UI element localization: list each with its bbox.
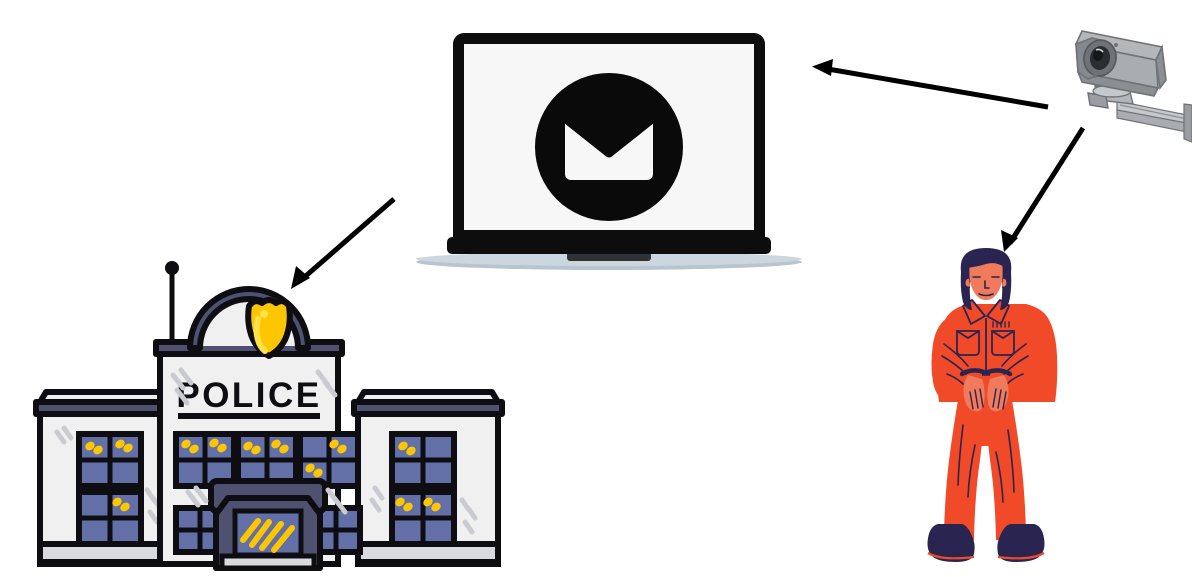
station-antenna — [165, 261, 179, 352]
handcuffed-hands — [959, 368, 1013, 412]
wall-texture — [170, 367, 348, 515]
station-window — [389, 489, 457, 547]
jumpsuit-pocket — [991, 330, 1015, 356]
station-entrance[interactable] — [208, 478, 328, 571]
prisoner-shoes — [927, 524, 1045, 562]
station-window — [297, 431, 361, 489]
police-station-icon[interactable]: POLICE — [33, 261, 505, 571]
wall-texture — [369, 485, 478, 535]
camera-body — [1074, 30, 1167, 97]
face-features — [972, 276, 1000, 297]
station-window — [76, 489, 144, 547]
jumpsuit-fold-lines — [957, 424, 1015, 503]
finger-lines — [969, 388, 1007, 410]
police-shield-badge — [245, 297, 293, 359]
arrow-camera-to-prisoner — [1001, 126, 1086, 252]
arrow-camera-to-laptop — [812, 59, 1049, 110]
station-left-wing — [33, 389, 187, 567]
arrow-laptop-to-police — [291, 197, 396, 289]
laptop-base-notch — [567, 252, 651, 261]
station-sign-text: POLICE — [176, 376, 321, 415]
station-window — [76, 431, 144, 489]
prisoner-id-marking — [992, 321, 1010, 328]
laptop-hinge — [447, 237, 771, 254]
jumpsuit-pocket — [956, 330, 980, 356]
security-camera-icon[interactable] — [1074, 30, 1192, 143]
station-center-block: POLICE — [153, 286, 363, 571]
door-glass-shine — [240, 518, 295, 553]
laptop-email-icon[interactable] — [416, 33, 802, 270]
envelope-in-circle-icon[interactable] — [535, 73, 683, 221]
station-window — [389, 431, 457, 489]
camera-mount-arm — [1116, 100, 1192, 143]
station-right-wing — [351, 389, 505, 567]
station-window — [173, 431, 237, 489]
handcuffed-prisoner-icon[interactable] — [927, 248, 1058, 562]
